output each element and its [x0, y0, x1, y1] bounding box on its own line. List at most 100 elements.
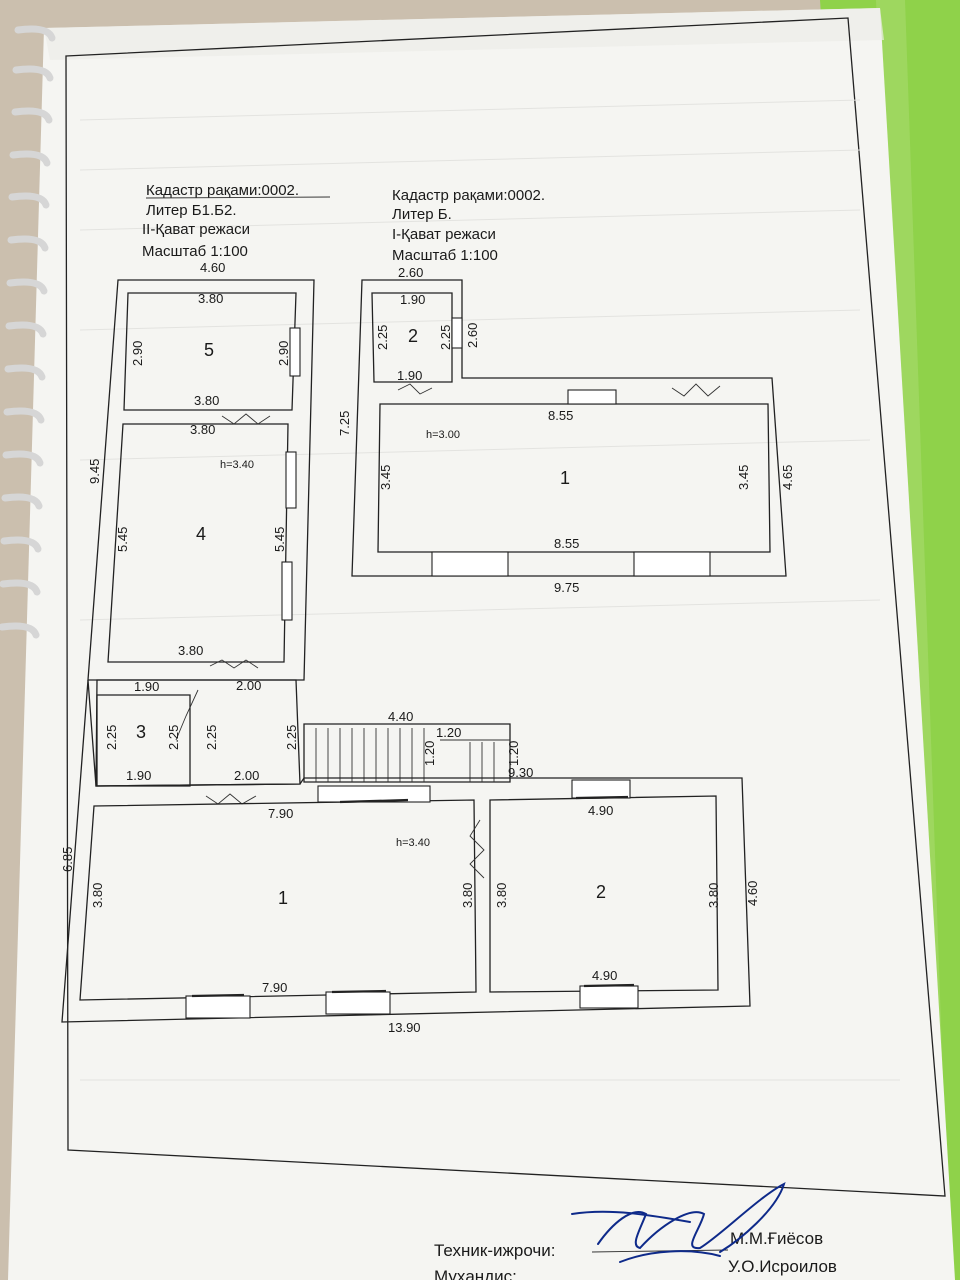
room5-top: 3.80 [198, 291, 223, 306]
room5-right: 2.90 [276, 341, 291, 366]
floor2-cadastre: Кадастр рақами:0002. [146, 182, 299, 199]
window [575, 795, 629, 800]
door [397, 383, 433, 395]
room3-bottom: 1.90 [126, 768, 151, 783]
room3-top: 1.90 [134, 679, 159, 694]
ground-room1-right: 3.80 [460, 883, 475, 908]
hall-left: 2.25 [204, 725, 219, 750]
showthrough-lines [79, 99, 900, 1081]
b-room2-top: 1.90 [400, 292, 425, 307]
window [289, 327, 301, 377]
window [331, 989, 387, 994]
dim-b-left-height: 7.25 [337, 411, 352, 436]
dim-b-bottom-total: 9.75 [554, 580, 579, 595]
floor2-scale: Масштаб 1:100 [142, 243, 248, 260]
room3-outline [96, 694, 191, 787]
window [633, 551, 711, 577]
plan-b-room2-outline [371, 292, 453, 383]
door [205, 793, 257, 805]
b-room2-right: 2.25 [438, 325, 453, 350]
dim-b-right-height: 4.65 [780, 465, 795, 490]
window [191, 993, 245, 998]
room5-left: 2.90 [130, 341, 145, 366]
window [325, 991, 391, 1015]
plan-ground-outer-wall [61, 679, 751, 1023]
window [185, 995, 251, 1019]
floor1-liter: Литер Б. [392, 206, 452, 223]
stair-length: 4.40 [388, 709, 413, 724]
window [567, 389, 617, 405]
window [431, 551, 509, 577]
dim-b12-left-height: 9.45 [87, 459, 102, 484]
stair-width-left: 1.20 [422, 741, 437, 766]
floor2-liter: Литер Б1.Б2. [146, 202, 236, 219]
room4-right: 5.45 [272, 527, 287, 552]
dim-b12-outer-top: 4.60 [200, 260, 225, 275]
room4-top: 3.80 [190, 422, 215, 437]
window [571, 779, 631, 799]
b-room2-left: 2.25 [375, 325, 390, 350]
ground-room1-top: 7.90 [268, 806, 293, 821]
dim-ground-bottom-total: 13.90 [388, 1020, 421, 1035]
engineer-label: Муҳандис: [434, 1267, 517, 1280]
hall-bottom: 2.00 [234, 768, 259, 783]
room5-outline [123, 292, 297, 411]
door [671, 383, 721, 397]
ground-room1-height: h=3.40 [396, 837, 430, 849]
door [209, 659, 259, 669]
b-room2-right-outer: 2.60 [465, 323, 480, 348]
window [451, 317, 463, 349]
ground-room2-top: 4.90 [588, 803, 613, 818]
technician-name: М.М.Ғиёсов [730, 1229, 823, 1248]
b-room1-left: 3.45 [378, 465, 393, 490]
b-room1-top: 8.55 [548, 408, 573, 423]
window [583, 983, 635, 988]
ground-room1-left: 3.80 [90, 883, 105, 908]
b-room1-number: 1 [560, 468, 570, 488]
ground-room1-bottom: 7.90 [262, 980, 287, 995]
stair-outline [303, 723, 511, 783]
floor1-floor: I-Қават режаси [392, 226, 496, 243]
ground-room2-outline [489, 795, 719, 993]
dim-b-outer-top: 2.60 [398, 265, 423, 280]
room3-left: 2.25 [104, 725, 119, 750]
plan-ground: 7.90 h=3.40 6.85 3.80 1 3.80 7.90 9.30 4… [60, 679, 760, 1035]
room4-height: h=3.40 [220, 459, 254, 471]
floor2-floor: II-Қават режаси [142, 221, 250, 238]
b-room1-height: h=3.00 [426, 429, 460, 441]
signature-block: Техник-ижрочи: М.М.Ғиёсов Муҳандис: У.О.… [434, 1182, 837, 1280]
plan-b-outer-wall [351, 279, 787, 577]
spiral-binding [0, 25, 56, 639]
ground-room1-number: 1 [278, 888, 288, 908]
form-frame [65, 17, 946, 1197]
room5-bottom: 3.80 [194, 393, 219, 408]
signature-line [591, 1249, 729, 1253]
b-room2-number: 2 [408, 326, 418, 346]
ground-room2-bottom: 4.90 [592, 968, 617, 983]
staircase: 4.40 1.20 1.20 1.20 [303, 709, 521, 783]
dim-ground-right-total: 4.60 [745, 881, 760, 906]
ground-room2-left: 3.80 [494, 883, 509, 908]
plan-b12-outer-wall [87, 279, 315, 681]
b-room1-bottom: 8.55 [554, 536, 579, 551]
b-room2-bottom: 1.90 [397, 368, 422, 383]
ground-room2-number: 2 [596, 882, 606, 902]
window [317, 785, 431, 803]
plan-b-room1-outline [377, 403, 771, 553]
hall-right: 2.25 [284, 725, 299, 750]
floor1-cadastre: Кадастр рақами:0002. [392, 187, 545, 204]
window [339, 798, 409, 804]
door [221, 413, 271, 425]
technician-label: Техник-ижрочи: [434, 1241, 555, 1260]
plan-b: 2.60 1.90 2.25 2 2.25 2.60 1.90 7.25 8.5… [337, 265, 795, 595]
hall-top: 2.00 [236, 678, 261, 693]
header-underline [145, 196, 331, 199]
door [469, 819, 485, 879]
stair-width: 1.20 [436, 725, 461, 740]
handwritten-signature [571, 1182, 786, 1263]
room4-number: 4 [196, 524, 206, 544]
stair-width-right: 1.20 [506, 741, 521, 766]
room4-left: 5.45 [115, 527, 130, 552]
room4-outline [107, 423, 289, 663]
